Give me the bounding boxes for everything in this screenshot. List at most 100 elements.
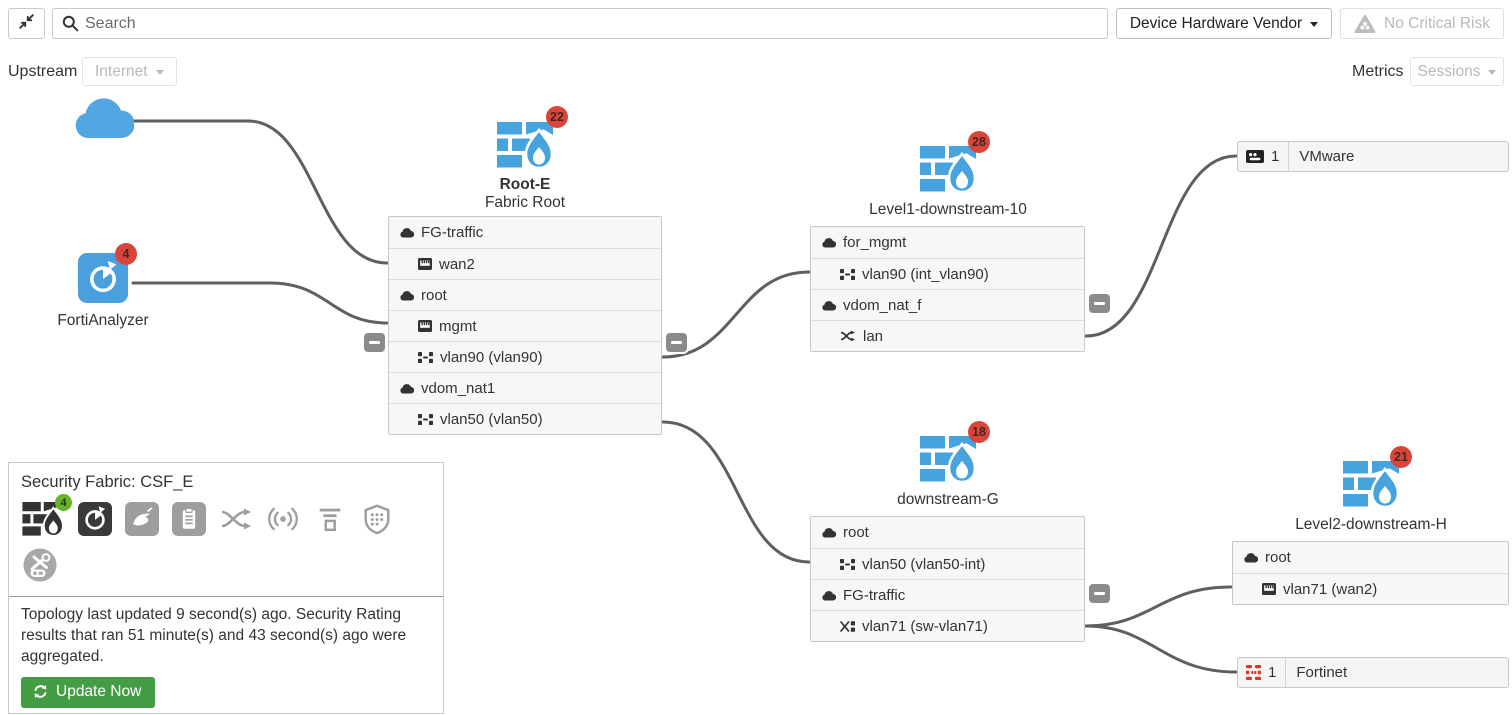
downstream-g-node-icon[interactable] (920, 436, 976, 487)
collapse-node-button[interactable] (666, 333, 687, 352)
update-now-button[interactable]: Update Now (21, 676, 156, 708)
fortianalyzer-badge: 4 (115, 243, 137, 265)
fortimanager-icon[interactable] (172, 502, 206, 536)
fortiextender-icon[interactable] (313, 502, 347, 536)
fortianalyzer-fabric-icon[interactable] (78, 502, 112, 536)
fabric-misc-device-icon[interactable] (21, 546, 59, 584)
interface-label: vlan90 (int_vlan90) (862, 265, 989, 283)
vlan-icon (840, 558, 855, 570)
search-input[interactable] (85, 14, 1107, 33)
interface-label: vlan50 (vlan50) (440, 410, 543, 428)
collapse-node-button[interactable] (1089, 294, 1110, 313)
vdom-label: vdom_nat_f (843, 296, 922, 314)
vdom-row[interactable]: FG-traffic (389, 217, 661, 248)
fortinet-device-icon (1246, 665, 1261, 680)
interface-label: vlan71 (sw-vlan71) (862, 617, 988, 635)
level1-downstream-10-table: for_mgmt vlan90 (int_vlan90) vdom_nat_f … (810, 226, 1085, 352)
vmware-endpoint[interactable]: 1 VMware (1237, 141, 1509, 172)
level1-downstream-10-title: Level1-downstream-10 (869, 201, 1027, 218)
vdom-row[interactable]: vdom_nat_f (811, 289, 1084, 320)
chevron-down-icon (1310, 22, 1319, 27)
interface-row[interactable]: vlan71 (sw-vlan71) (811, 610, 1084, 641)
endpoint-count: 1 (1268, 664, 1277, 681)
interface-row[interactable]: lan (811, 320, 1084, 351)
forticlient-ems-icon[interactable] (360, 502, 394, 536)
vdom-row[interactable]: root (811, 517, 1084, 548)
ethernet-port-icon (418, 320, 432, 332)
fortigate-icon[interactable]: 4 (21, 494, 72, 536)
vdom-cloud-icon (400, 290, 414, 301)
vdom-row[interactable]: vdom_nat1 (389, 372, 661, 403)
interface-label: vlan71 (wan2) (1283, 580, 1378, 598)
interface-row[interactable]: vlan50 (vlan50) (389, 403, 661, 434)
downstream-g-badge: 18 (968, 421, 990, 443)
level2-downstream-h-badge: 21 (1390, 446, 1412, 468)
vdom-cloud-icon (1244, 553, 1258, 563)
vdom-label: FG-traffic (843, 586, 906, 604)
interface-row[interactable]: vlan50 (vlan50-int) (811, 548, 1084, 579)
ethernet-port-icon (1262, 583, 1276, 595)
interface-label: vlan50 (vlan50-int) (862, 555, 986, 573)
fabric-device-icons-row: 4 (9, 494, 443, 536)
server-device-icon (1246, 150, 1264, 163)
level1-downstream-10-node-icon[interactable] (920, 146, 976, 197)
level1-downstream-10-badge: 28 (968, 131, 990, 153)
fortinet-endpoint[interactable]: 1 Fortinet (1237, 657, 1509, 688)
vdom-row[interactable]: for_mgmt (811, 227, 1084, 258)
root-e-title: Root-E Fabric Root (395, 176, 655, 212)
fortiap-icon[interactable] (266, 502, 300, 536)
collapse-button[interactable] (8, 8, 45, 39)
endpoint-count: 1 (1271, 148, 1280, 165)
firewall-icon (920, 436, 976, 482)
vdom-row[interactable]: FG-traffic (811, 579, 1084, 610)
device-hardware-vendor-label: Device Hardware Vendor (1129, 14, 1303, 32)
vdom-row[interactable]: root (389, 279, 661, 310)
vdom-cloud-icon (822, 528, 836, 538)
level2-downstream-h-table: root vlan71 (wan2) (1232, 541, 1509, 605)
search-bar (52, 8, 1108, 39)
vdom-cloud-icon (400, 383, 414, 394)
collapse-node-button[interactable] (1089, 584, 1110, 603)
vlan-icon (418, 413, 433, 425)
metrics-dropdown[interactable]: Sessions (1410, 57, 1504, 86)
downstream-g-title: downstream-G (897, 491, 999, 508)
upstream-value: Internet (95, 62, 148, 80)
update-now-label: Update Now (56, 682, 142, 700)
endpoint-label: VMware (1299, 148, 1355, 165)
interface-label: wan2 (439, 255, 475, 273)
metrics-label: Metrics (1352, 63, 1404, 80)
interface-row[interactable]: wan2 (389, 248, 661, 279)
security-fabric-panel: Security Fabric: CSF_E 4 (8, 462, 444, 714)
panel-divider (9, 596, 443, 597)
collapse-icon (18, 13, 35, 35)
critical-risk-button[interactable]: No Critical Risk (1340, 8, 1504, 39)
risk-warning-icon (1354, 14, 1376, 33)
root-e-badge: 22 (546, 106, 568, 128)
vdom-cloud-icon (400, 228, 414, 238)
root-e-subtitle: Fabric Root (484, 194, 566, 211)
device-hardware-vendor-dropdown[interactable]: Device Hardware Vendor (1116, 8, 1332, 39)
level2-downstream-h-node-icon[interactable] (1343, 461, 1399, 512)
interface-row[interactable]: vlan90 (int_vlan90) (811, 258, 1084, 289)
interface-label: vlan90 (vlan90) (440, 348, 543, 366)
vlan-icon (840, 268, 855, 280)
fortiswitch-icon[interactable] (219, 502, 253, 536)
critical-risk-label: No Critical Risk (1384, 14, 1490, 32)
shuffle-icon (840, 330, 856, 342)
security-fabric-title: Security Fabric: CSF_E (21, 473, 194, 491)
interface-row[interactable]: mgmt (389, 310, 661, 341)
interface-row[interactable]: vlan90 (vlan90) (389, 341, 661, 372)
metrics-value: Sessions (1417, 62, 1481, 80)
fortisandbox-icon[interactable] (125, 502, 159, 536)
topology-canvas: 4 FortiAnalyzer 22 Root-E Fabric Root FG… (0, 90, 1512, 715)
vdom-cloud-icon (822, 238, 836, 248)
firewall-icon (920, 146, 976, 192)
collapse-node-button[interactable] (364, 333, 385, 352)
internet-cloud-icon[interactable] (72, 94, 135, 146)
vlan-switch-icon (840, 619, 855, 633)
interface-row[interactable]: vlan71 (wan2) (1233, 573, 1508, 604)
upstream-label: Upstream (8, 63, 78, 80)
upstream-dropdown[interactable]: Internet (82, 57, 177, 86)
vdom-row[interactable]: root (1233, 542, 1508, 573)
root-e-node-icon[interactable] (497, 122, 553, 173)
